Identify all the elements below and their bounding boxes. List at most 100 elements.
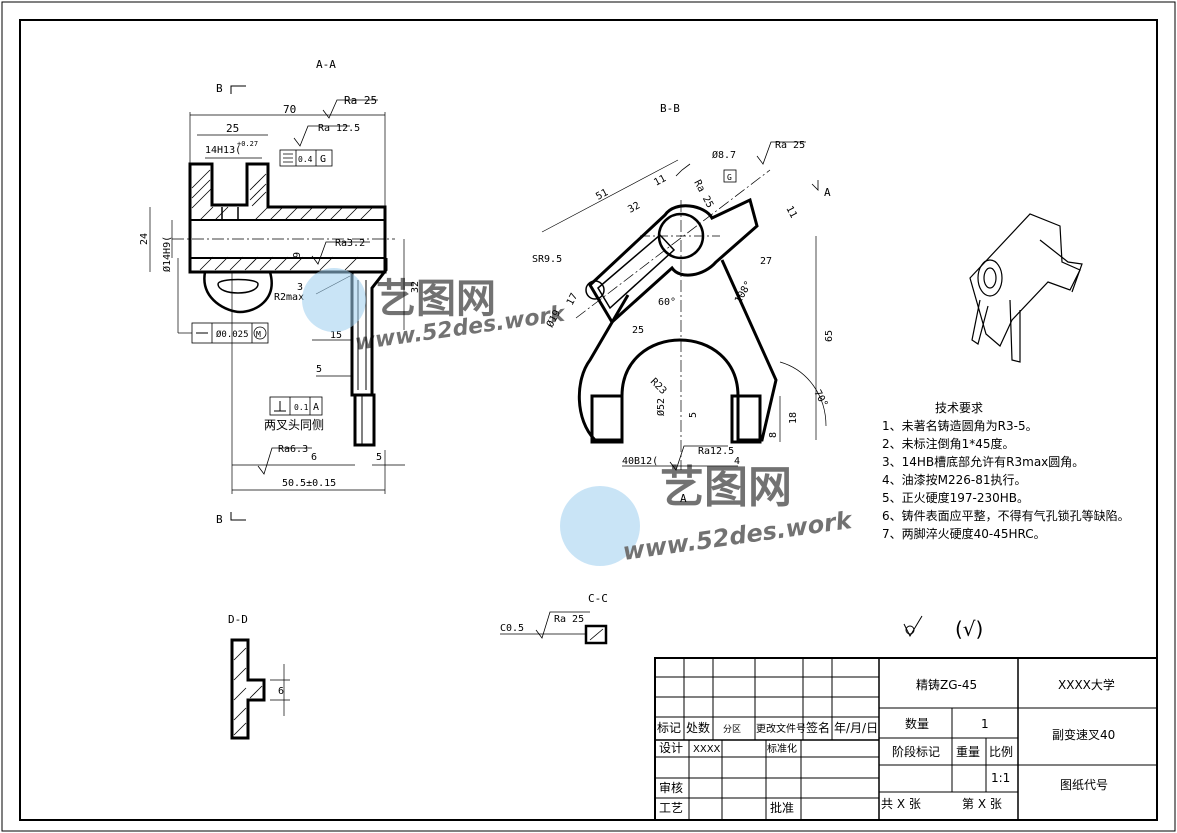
section-mark-b-bottom: B [216,513,223,526]
watermark-url-2: www.52des.work [621,506,855,566]
dim-bb-40b12: 40B12( [622,456,658,467]
view-bb-label: B-B [660,102,680,115]
req-item-6: 6、铸件表面应平整，不得有气孔锁孔等缺陷。 [882,508,1130,523]
view-aa-label: A-A [316,58,336,71]
req-item-3: 3、14HB槽底部允许有R3max圆角。 [882,454,1084,469]
dim-bb-5: 5 [688,412,699,418]
tb-material: 精铸ZG-45 [916,677,977,692]
watermark-2: 艺图网 www.52des.work [560,462,855,566]
dim-aa-3: 3 [297,282,303,293]
dim-cc-c05: C0.5 [500,623,524,634]
dim-aa-32: 32 [410,281,421,293]
roughness-bb-ra125: Ra12.5 [698,446,734,457]
iso-view [969,213,1083,363]
dim-aa-70: 70 [283,103,296,116]
roughness-aa-ra63: Ra6.3 [278,444,308,455]
dim-aa-14h9: Ø14H9( [161,236,173,272]
dim-bb-r23: R23 [648,376,669,397]
dim-bb-60: 60° [658,297,676,308]
dim-aa-24: 24 [139,233,150,245]
dim-aa-14h13-tol: +0.27 [237,140,258,148]
roughness-aa-ra32: Ra3.2 [335,238,365,249]
tb-scale: 1:1 [991,771,1010,785]
tb-stage-label: 阶段标记 [892,744,940,759]
dim-bb-4: 4 [734,456,740,467]
two-fork-note: 两叉头同侧 [264,418,324,432]
dim-bb-27: 27 [760,256,772,267]
section-mark-a2: A [680,492,687,505]
section-mark-b-top: B [216,82,223,95]
tb-qty-label: 数量 [905,716,929,731]
view-aa: A-A B B [139,58,421,526]
watermark-globe-icon-2 [560,486,640,566]
tb-school: XXXX大学 [1058,677,1115,692]
req-item-4: 4、油漆按M226-81执行。 [882,473,1027,487]
tb-review: 审核 [659,780,683,795]
sym-datum: G [320,154,326,165]
pos-modifier: M [256,330,261,339]
dim-bb-52: Ø52 [655,398,667,416]
tb-h-count: 处数 [686,720,710,735]
tb-weight-label: 重量 [956,745,980,759]
dim-aa-14h13: 14H13( [205,145,241,156]
dim-aa-505: 50.5±0.15 [282,478,336,489]
watermark-cn-2: 艺图网 [660,462,792,513]
dim-bb-65: 65 [824,330,835,342]
dim-bb-70: 70° [811,388,829,409]
tech-requirements: 技术要求 1、未著名铸造圆角为R3-5。 2、未标注倒角1*45度。 3、14H… [882,401,1130,541]
tb-h-zone: 分区 [723,724,741,735]
tb-part-name: 副变速叉40 [1052,727,1115,742]
tb-qty: 1 [981,717,989,731]
view-cc-label: C-C [588,592,608,605]
tb-h-doc: 更改文件号 [756,722,806,735]
req-item-5: 5、正火硬度197-230HB。 [882,490,1029,505]
tb-standard: 标准化 [767,742,797,755]
tb-approve: 批准 [770,800,794,815]
tb-process: 工艺 [659,801,683,815]
dim-bb-32: 32 [626,200,642,215]
roughness-bb-ra25b: Ra 25 [775,140,805,151]
watermark-cn-1: 艺图网 [376,276,496,322]
dim-bb-11: 11 [652,173,668,188]
tb-scale-label: 比例 [989,745,1013,759]
req-item-2: 2、未标注倒角1*45度。 [882,436,1015,451]
req-title: 技术要求 [935,401,983,415]
roughness-other: (√) [955,617,983,641]
dim-aa-9: 9 [292,252,303,258]
dim-aa-r2max: R2max [274,292,304,303]
perp-tolerance: 0.1 [294,403,309,412]
tb-h-mark: 标记 [657,721,681,735]
dim-aa-5: 5 [316,364,322,375]
view-bb: B-B 51 32 11 Ra 25 Ø8.7 Ra 25 G 11 27 SR… [532,102,835,505]
dim-bb-sr95: SR9.5 [532,254,562,265]
dim-bb-51: 51 [594,187,610,202]
view-dd: D-D 6 [228,613,290,740]
dim-aa-6: 6 [311,452,317,463]
tb-h-date: 年/月/日 [834,721,878,735]
title-block [654,657,1158,821]
dim-bb-8: 8 [768,432,779,438]
title-block-text: 精铸ZG-45 XXXX大学 数量 1 副变速叉40 阶段标记 重量 比例 1:… [657,677,1115,815]
datum-bb-g: G [727,173,732,182]
tb-design: 设计 [659,741,683,755]
dim-bb-11b: 11 [783,204,798,220]
dim-dd-6: 6 [278,686,284,697]
dim-aa-15: 15 [330,330,342,341]
inner-frame [19,19,1158,821]
roughness-bb-ra25a: Ra 25 [691,178,715,210]
roughness-aa-ra125: Ra 12.5 [318,123,360,134]
sym-tolerance: 0.4 [298,155,313,164]
tb-total-sheets: 共 X 张 [881,797,921,811]
tb-h-sign: 签名 [806,720,830,735]
tb-designer: XXXX [693,744,721,755]
roughness-cc-ra25: Ra 25 [554,614,584,625]
watermark-1: 艺图网 www.52des.work [302,268,568,356]
dim-aa-25: 25 [226,122,239,135]
view-cc: C-C C0.5 Ra 25 [500,592,608,645]
roughness-aa-ra25: Ra 25 [344,94,377,107]
tb-drawing-no-label: 图纸代号 [1060,778,1108,792]
perp-datum: A [313,402,319,413]
tb-sheet-no: 第 X 张 [962,797,1002,811]
section-mark-a: A [824,186,831,199]
